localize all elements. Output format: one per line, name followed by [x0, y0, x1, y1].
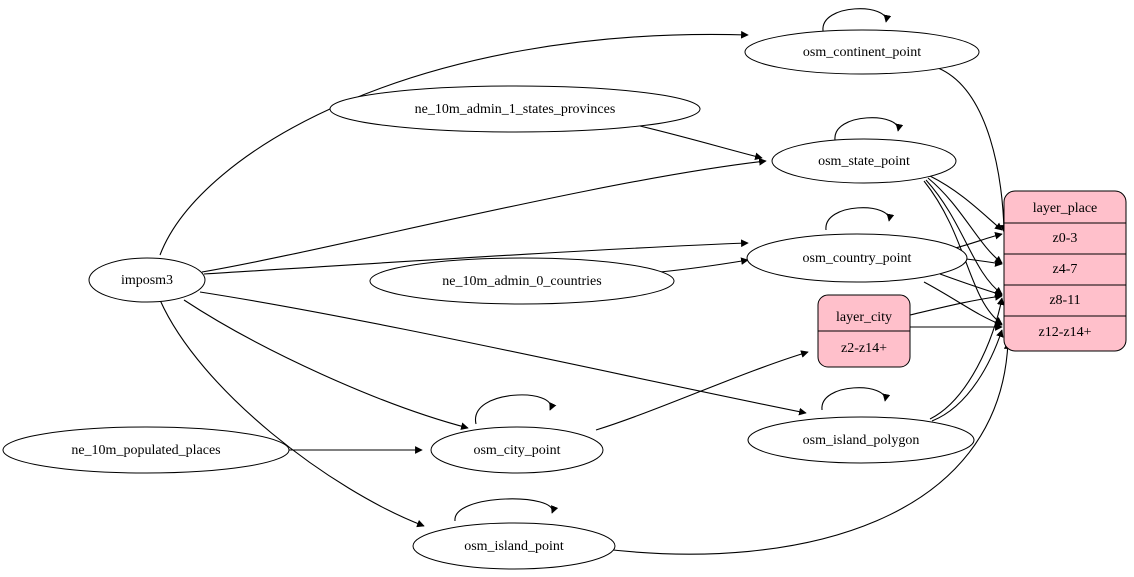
layer-place-title: layer_place	[1033, 201, 1098, 216]
edge-osm-island-point-to-layer-place-z12-z14	[603, 341, 1012, 555]
edge-imposm3-to-osm-continent-point	[159, 30, 749, 256]
node-osm-country-point-label: osm_country_point	[803, 251, 912, 266]
node-ne-countries-label: ne_10m_admin_0_countries	[442, 274, 601, 289]
node-osm-city-point[interactable]: osm_city_point	[430, 426, 604, 474]
edge-imposm3-to-osm-island-polygon	[199, 291, 807, 416]
edge-self-loop-osm-island-polygon	[821, 387, 891, 411]
edge-self-loop-osm-country-point	[825, 207, 895, 231]
layer-city-title: layer_city	[836, 310, 892, 325]
edge-imposm3-to-osm-city-point	[183, 299, 469, 430]
node-imposm3[interactable]: imposm3	[88, 257, 206, 303]
node-ne-10m-admin-0-countries[interactable]: ne_10m_admin_0_countries	[369, 257, 675, 305]
layer-city-row-z2-z14[interactable]: z2-z14+	[841, 341, 887, 356]
edge-self-loop-osm-island-point	[454, 498, 559, 522]
edge-ne-countries-to-osm-country-point	[659, 257, 749, 273]
edge-osm-island-polygon-to-layer-place-z8-11	[929, 297, 1005, 420]
edge-osm-country-point-to-layer-place-z12-z14	[923, 281, 1003, 327]
edges-layer	[159, 8, 1012, 555]
node-osm-continent-point[interactable]: osm_continent_point	[744, 29, 980, 75]
node-osm-country-point[interactable]: osm_country_point	[746, 233, 968, 283]
edge-layer-city-to-layer-place-z8-11	[909, 293, 1003, 316]
node-layer-city[interactable]: layer_city z2-z14+	[817, 294, 911, 368]
edge-osm-city-point-to-layer-city-z2-z14	[595, 350, 809, 431]
edge-imposm3-to-osm-state-point	[201, 157, 767, 273]
node-ne-places-label: ne_10m_populated_places	[71, 443, 220, 458]
node-ne-states-label: ne_10m_admin_1_states_provinces	[415, 102, 616, 117]
edge-osm-state-point-to-layer-place-z4-7	[927, 177, 1003, 264]
layer-place-row-z4-7[interactable]: z4-7	[1053, 262, 1078, 277]
layer-place-row-z12-z14[interactable]: z12-z14+	[1039, 325, 1092, 340]
node-osm-island-polygon[interactable]: osm_island_polygon	[747, 416, 975, 464]
node-layer-place[interactable]: layer_place z0-3 z4-7 z8-11 z12-z14+	[1003, 190, 1127, 352]
node-osm-state-point[interactable]: osm_state_point	[771, 138, 957, 184]
node-ne-10m-admin-1-states-provinces[interactable]: ne_10m_admin_1_states_provinces	[329, 85, 701, 133]
node-osm-state-point-label: osm_state_point	[818, 154, 910, 169]
edge-osm-continent-point-to-layer-place-z0-3	[937, 67, 1008, 233]
node-ne-10m-populated-places[interactable]: ne_10m_populated_places	[2, 426, 290, 474]
nodes-layer: imposm3 ne_10m_admin_1_states_provinces …	[2, 29, 1127, 570]
node-osm-island-point[interactable]: osm_island_point	[412, 522, 616, 570]
edge-self-loop-osm-city-point	[475, 394, 557, 425]
edge-osm-country-point-to-layer-place-z8-11	[939, 273, 1003, 297]
edge-imposm3-to-osm-island-point	[159, 299, 425, 528]
node-osm-island-polygon-label: osm_island_polygon	[803, 433, 920, 448]
node-osm-continent-point-label: osm_continent_point	[803, 45, 921, 60]
node-imposm3-label: imposm3	[121, 273, 173, 288]
layer-place-row-z0-3[interactable]: z0-3	[1053, 231, 1078, 246]
layer-place-row-z8-11[interactable]: z8-11	[1049, 293, 1080, 308]
edge-osm-island-polygon-to-layer-place-z12-z14	[931, 329, 1004, 422]
node-osm-island-point-label: osm_island_point	[464, 539, 564, 554]
edge-self-loop-osm-continent-point	[822, 8, 892, 32]
edge-imposm3-to-osm-country-point	[203, 239, 749, 275]
edge-self-loop-osm-state-point	[834, 117, 904, 141]
edge-osm-state-point-to-layer-place-z12-z14	[923, 180, 1003, 325]
node-osm-city-point-label: osm_city_point	[473, 443, 560, 458]
edge-osm-state-point-to-layer-place-z0-3	[929, 175, 1003, 231]
edge-ne-states-to-osm-state-point	[639, 125, 763, 161]
